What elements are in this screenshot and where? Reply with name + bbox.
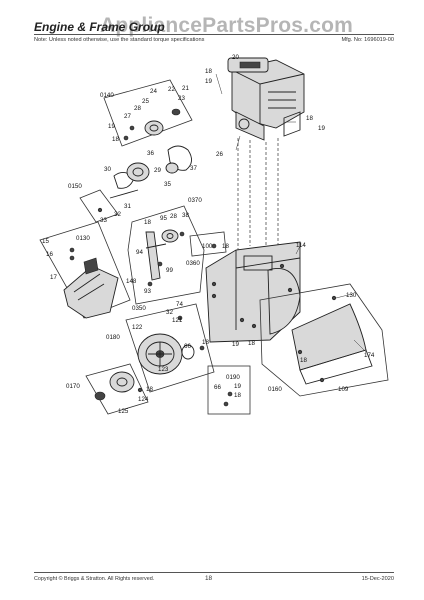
callout: 20 xyxy=(232,54,239,61)
callout: 24 xyxy=(150,88,157,95)
callout: 94 xyxy=(136,249,143,256)
callout: 25 xyxy=(142,98,149,105)
callout: 15 xyxy=(42,238,49,245)
callout: 0190 xyxy=(226,374,240,381)
callout: 28 xyxy=(170,213,177,220)
group-0170-outline xyxy=(85,363,149,415)
callout: 32 xyxy=(114,211,121,218)
callout: 38 xyxy=(182,212,189,219)
callout: 18 xyxy=(234,392,241,399)
callout: 32 xyxy=(166,309,173,316)
callout: 19 xyxy=(232,341,239,348)
callout: 122 xyxy=(132,324,143,331)
callout: 28 xyxy=(134,105,141,112)
bearing-flange[interactable] xyxy=(94,371,143,401)
callout: 21 xyxy=(182,85,189,92)
callout: 0350 xyxy=(132,305,146,312)
callout: 93 xyxy=(144,288,151,295)
callout: 0180 xyxy=(106,334,120,341)
callout: 124 xyxy=(138,396,149,403)
callout: 22 xyxy=(168,86,175,93)
group-0160-outline xyxy=(259,283,389,397)
engine-pulley[interactable] xyxy=(123,108,181,141)
callout: 18 xyxy=(146,386,153,393)
callout: 26 xyxy=(216,151,223,158)
callout: 19 xyxy=(234,383,241,390)
engine-assembly[interactable] xyxy=(227,57,305,141)
callout: 27 xyxy=(124,113,131,120)
group-0140-outline xyxy=(103,79,193,147)
frame-assembly[interactable] xyxy=(205,241,301,343)
callout: 0140 xyxy=(100,92,114,99)
mfg-number: Mfg. No: 1696019-00 xyxy=(341,37,394,43)
callout: 16 xyxy=(46,251,53,258)
callout: 0160 xyxy=(268,386,282,393)
group-0190-outline xyxy=(207,365,251,415)
belt-guard[interactable] xyxy=(63,247,119,319)
callout: 18 xyxy=(248,340,255,347)
group-0150-outline xyxy=(79,189,119,223)
idler-arm[interactable] xyxy=(145,229,185,287)
callout: 95 xyxy=(160,215,167,222)
bottom-panel[interactable] xyxy=(291,295,373,385)
callout: 35 xyxy=(164,181,171,188)
callout: 123 xyxy=(158,366,169,373)
callout: 74 xyxy=(176,301,183,308)
callout: 114 xyxy=(296,242,306,249)
callout: 18 xyxy=(112,136,119,143)
callout: 30 xyxy=(104,166,111,173)
callout: 19 xyxy=(205,78,212,85)
callout: 18 xyxy=(300,357,307,364)
page-title: Engine & Frame Group xyxy=(34,20,165,34)
callout: 36 xyxy=(147,150,154,157)
group-0180-outline xyxy=(125,303,215,393)
callout: 125 xyxy=(118,408,129,415)
callout: 18 xyxy=(222,243,229,250)
callout: 18 xyxy=(306,115,313,122)
callout: 0130 xyxy=(76,235,90,242)
callout: 18 xyxy=(144,219,151,226)
callout: 100 xyxy=(202,243,213,250)
callout: 109 xyxy=(338,386,349,393)
torque-note: Note: Unless noted otherwise, use the st… xyxy=(34,37,205,43)
callout: 23 xyxy=(178,95,185,102)
callout: 0150 xyxy=(68,183,82,190)
footer-rule xyxy=(34,572,394,573)
callout: 99 xyxy=(166,267,173,274)
print-date: 15-Dec-2020 xyxy=(361,576,394,582)
auger-pulley[interactable] xyxy=(137,315,205,375)
callout: 19 xyxy=(108,123,115,130)
callout: 130 xyxy=(346,292,357,299)
callout-leaders xyxy=(215,73,367,353)
group-0360-outline xyxy=(127,205,205,305)
callout: 37 xyxy=(190,165,197,172)
watermark: AppliancePartsPros.com xyxy=(100,14,353,37)
drive-belt[interactable] xyxy=(109,145,192,199)
callout: 66 xyxy=(184,343,191,350)
callout: 19 xyxy=(318,125,325,132)
callout: 33 xyxy=(100,217,107,224)
callout: 66 xyxy=(214,384,221,391)
callout: 0170 xyxy=(66,383,80,390)
callout: 29 xyxy=(154,167,161,174)
callout: 0370 xyxy=(188,197,202,204)
callout: 121 xyxy=(172,317,183,324)
copyright: Copyright © Briggs & Stratton. All Right… xyxy=(34,576,155,582)
group-0370-outline xyxy=(189,231,227,257)
callout: 0360 xyxy=(186,260,200,267)
callout: 31 xyxy=(124,203,131,210)
callout: 18 xyxy=(205,68,212,75)
page-number: 18 xyxy=(205,575,213,582)
header-rule xyxy=(34,34,394,35)
callout: 174 xyxy=(364,352,375,359)
callout: 17 xyxy=(50,274,57,281)
callout: 148 xyxy=(126,278,137,285)
callout: 18 xyxy=(202,339,209,346)
callout-labels: 20 18 19 18 19 26 0140 24 22 21 25 23 28… xyxy=(42,54,375,415)
